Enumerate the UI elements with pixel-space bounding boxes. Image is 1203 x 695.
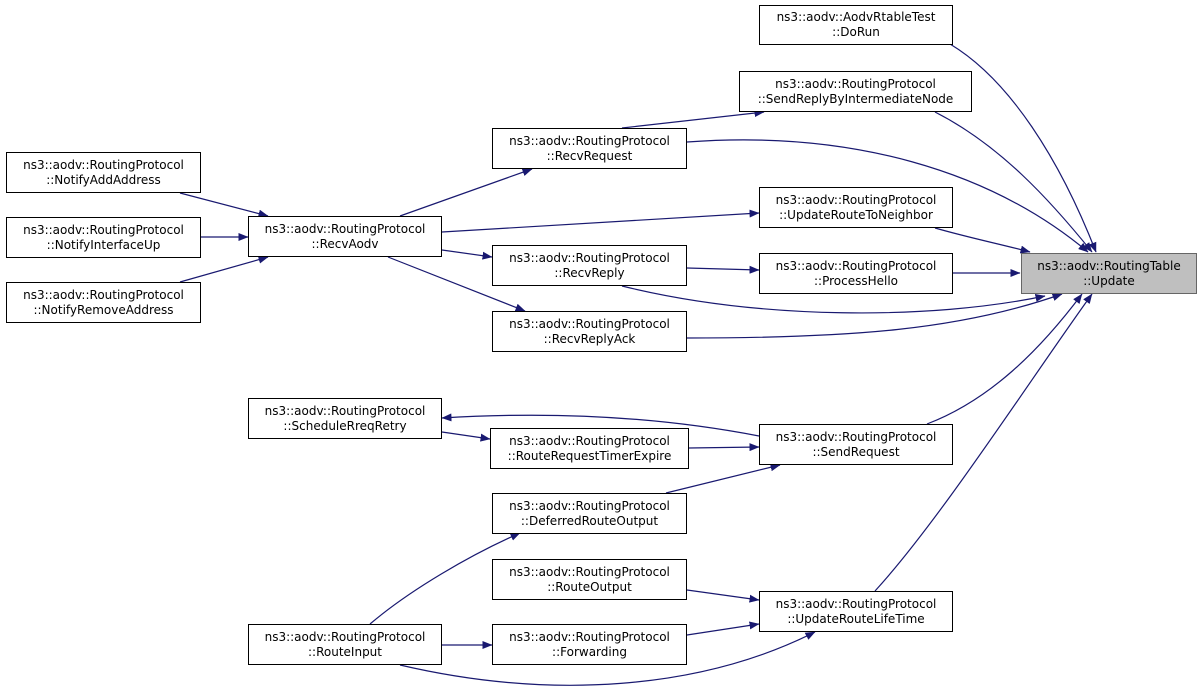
node-label-class: ns3::aodv::RoutingProtocol	[775, 258, 937, 273]
edge-deferred-to-sendrequest	[665, 463, 781, 494]
edge-forwarding-to-updatelife	[686, 621, 760, 636]
edge-sendrequest-to-schedule	[441, 413, 760, 437]
node-label-method: ::NotifyAddAddress	[46, 172, 161, 187]
node-label-class: ns3::aodv::RoutingProtocol	[775, 596, 937, 611]
node-recvreply[interactable]: ns3::aodv::RoutingProtocol ::RecvReply	[492, 245, 687, 286]
edge-recvaodv-to-recvreplyack	[387, 256, 526, 312]
edge-recvrequest-to-update	[686, 139, 1089, 253]
node-label-method: ::ProcessHello	[813, 273, 899, 288]
node-label-class: ns3::aodv::RoutingProtocol	[775, 76, 936, 91]
node-routingtable-update: ns3::aodv::RoutingTable ::Update	[1021, 253, 1197, 294]
edge-notifyadd-to-recvaodv	[179, 192, 269, 218]
edge-recvreply-to-update	[621, 285, 1046, 314]
node-label-class: ns3::aodv::RoutingProtocol	[23, 287, 184, 302]
node-label-method: ::SendRequest	[812, 444, 900, 459]
node-label-method: ::UpdateRouteLifeTime	[787, 611, 925, 626]
node-label-class: ns3::aodv::RoutingProtocol	[775, 192, 937, 207]
node-notifyinterfaceup[interactable]: ns3::aodv::RoutingProtocol ::NotifyInter…	[6, 217, 201, 258]
node-label-class: ns3::aodv::RoutingProtocol	[23, 222, 184, 237]
node-recvreplyack[interactable]: ns3::aodv::RoutingProtocol ::RecvReplyAc…	[492, 311, 687, 352]
node-label-class: ns3::aodv::RoutingProtocol	[509, 498, 670, 513]
edge-dorun-to-update	[949, 43, 1097, 253]
node-label-method: ::RouteInput	[308, 644, 382, 659]
node-recvaodv[interactable]: ns3::aodv::RoutingProtocol ::RecvAodv	[248, 216, 442, 257]
node-label-class: ns3::aodv::RoutingProtocol	[23, 157, 184, 172]
edge-routeinput-to-deferred	[369, 532, 521, 625]
node-sendrequest[interactable]: ns3::aodv::RoutingProtocol ::SendRequest	[759, 424, 953, 465]
node-label-class: ns3::aodv::RoutingProtocol	[264, 629, 426, 644]
node-recvrequest[interactable]: ns3::aodv::RoutingProtocol ::RecvRequest	[492, 128, 687, 169]
node-label-method: ::RouteOutput	[547, 579, 632, 594]
edge-sendreply-to-update	[934, 111, 1093, 253]
edge-updatelife-to-update	[874, 293, 1093, 592]
node-routerequesttimerexpire[interactable]: ns3::aodv::RoutingProtocol ::RouteReques…	[490, 428, 689, 469]
edge-recvrequest-to-sendreply	[621, 109, 765, 129]
edge-recvaodv-to-updateneighbor	[441, 209, 760, 233]
node-label-method: ::NotifyInterfaceUp	[46, 237, 161, 252]
node-label-method: ::ScheduleRreqRetry	[283, 418, 407, 433]
node-schedulerreqretry[interactable]: ns3::aodv::RoutingProtocol ::ScheduleRre…	[248, 398, 442, 439]
node-updateroutelifetime[interactable]: ns3::aodv::RoutingProtocol ::UpdateRoute…	[759, 591, 953, 632]
node-label-method: ::RecvReplyAck	[543, 331, 636, 346]
node-label-method: ::Update	[1083, 273, 1135, 288]
node-label-class: ns3::aodv::RoutingTable	[1037, 258, 1181, 273]
edge-recvreplyack-to-update	[686, 293, 1063, 339]
node-label-class: ns3::aodv::RoutingProtocol	[509, 433, 670, 448]
node-label-method: ::UpdateRouteToNeighbor	[779, 207, 933, 222]
node-forwarding[interactable]: ns3::aodv::RoutingProtocol ::Forwarding	[492, 624, 687, 665]
node-notifyaddaddress[interactable]: ns3::aodv::RoutingProtocol ::NotifyAddAd…	[6, 152, 201, 193]
node-label-class: ns3::aodv::RoutingProtocol	[509, 564, 670, 579]
node-label-method: ::RecvReply	[554, 265, 625, 280]
node-label-method: ::NotifyRemoveAddress	[33, 302, 174, 317]
edge-timerexpire-to-sendrequest	[688, 443, 760, 452]
edge-routeoutput-to-updatelife	[686, 589, 760, 603]
node-label-class: ns3::aodv::RoutingProtocol	[509, 250, 670, 265]
node-label-method: ::RecvAodv	[311, 236, 379, 251]
node-routeoutput[interactable]: ns3::aodv::RoutingProtocol ::RouteOutput	[492, 559, 687, 600]
node-label-method: ::RouteRequestTimerExpire	[507, 448, 672, 463]
node-label-class: ns3::aodv::RoutingProtocol	[775, 429, 937, 444]
edge-schedule-to-timerexpire	[441, 431, 491, 442]
edge-recvreply-to-processhello	[686, 265, 760, 274]
node-label-method: ::SendReplyByIntermediateNode	[757, 91, 954, 106]
edge-recvaodv-to-recvrequest	[399, 168, 533, 217]
node-sendreplybyintermediatenode[interactable]: ns3::aodv::RoutingProtocol ::SendReplyBy…	[739, 71, 972, 112]
node-aodvrtabletest-dorun[interactable]: ns3::aodv::AodvRtableTest ::DoRun	[759, 5, 953, 45]
node-label-class: ns3::aodv::AodvRtableTest	[776, 10, 936, 24]
edge-notifyremove-to-recvaodv	[179, 255, 269, 283]
node-label-class: ns3::aodv::RoutingProtocol	[509, 629, 670, 644]
edge-sendrequest-to-update	[926, 293, 1083, 425]
node-label-class: ns3::aodv::RoutingProtocol	[264, 403, 426, 418]
node-label-method: ::DoRun	[832, 25, 880, 39]
node-label-class: ns3::aodv::RoutingProtocol	[509, 133, 670, 148]
node-notifyremoveaddress[interactable]: ns3::aodv::RoutingProtocol ::NotifyRemov…	[6, 282, 201, 323]
node-label-method: ::Forwarding	[552, 644, 627, 659]
node-label-method: ::DeferredRouteOutput	[520, 513, 659, 528]
node-label-method: ::RecvRequest	[546, 148, 633, 163]
node-label-class: ns3::aodv::RoutingProtocol	[509, 316, 670, 331]
edge-updateneighbor-to-update	[934, 227, 1031, 254]
node-label-class: ns3::aodv::RoutingProtocol	[264, 221, 426, 236]
node-routeinput[interactable]: ns3::aodv::RoutingProtocol ::RouteInput	[248, 624, 442, 665]
edge-recvaodv-to-recvreply	[441, 249, 493, 260]
node-deferredrouteoutput[interactable]: ns3::aodv::RoutingProtocol ::DeferredRou…	[492, 493, 687, 534]
node-processhello[interactable]: ns3::aodv::RoutingProtocol ::ProcessHell…	[759, 253, 953, 294]
node-updateroutetoneighbor[interactable]: ns3::aodv::RoutingProtocol ::UpdateRoute…	[759, 187, 953, 228]
edge-routeinput-to-updatelife	[399, 631, 816, 686]
